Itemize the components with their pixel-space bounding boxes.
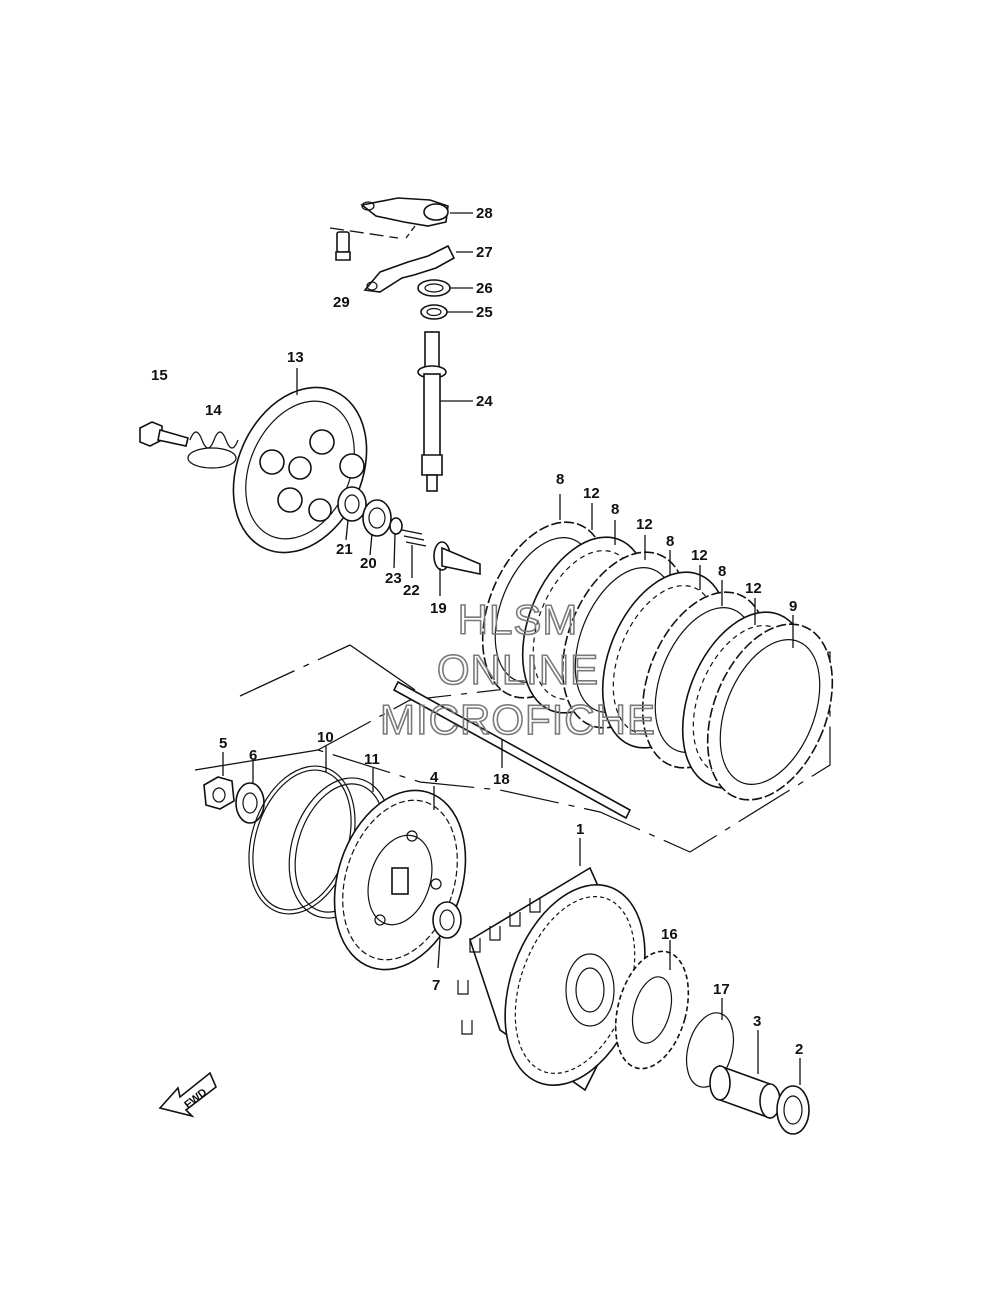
callout-8-c: 8	[666, 533, 674, 550]
callout-28: 28	[476, 205, 493, 222]
part-27-lever	[363, 244, 473, 293]
part-25-seal	[420, 304, 473, 320]
callout-12-d: 12	[745, 580, 762, 597]
part-26-bearing	[417, 279, 473, 297]
callout-7: 7	[432, 977, 440, 994]
callout-17: 17	[713, 981, 730, 998]
part-20-bearing	[362, 499, 392, 556]
callout-8-a: 8	[556, 471, 564, 488]
part-23-washer	[389, 517, 403, 569]
callout-4: 4	[430, 769, 439, 786]
callout-5: 5	[219, 735, 227, 752]
callout-3: 3	[753, 1013, 761, 1030]
part-6-lock-washer	[235, 760, 265, 824]
part-22-pin	[401, 529, 427, 578]
part-16-oil-pump-drive-gear	[614, 940, 690, 1070]
callout-25: 25	[476, 304, 493, 321]
callout-14: 14	[205, 402, 222, 419]
clutch-plates-stack	[481, 494, 834, 801]
callout-20: 20	[360, 555, 377, 572]
part-2-thrust-washer	[776, 1058, 810, 1135]
callout-24: 24	[476, 393, 493, 410]
callout-12-b: 12	[636, 516, 653, 533]
callout-8-b: 8	[611, 501, 619, 518]
part-7-washer	[432, 901, 462, 969]
callout-16: 16	[661, 926, 678, 943]
part-28-release-arm	[329, 197, 473, 239]
callout-26: 26	[476, 280, 493, 297]
callout-21: 21	[336, 541, 353, 558]
watermark-line-3: MICROFICHE	[380, 696, 656, 743]
callout-8-d: 8	[718, 563, 726, 580]
callout-18: 18	[493, 771, 510, 788]
part-3-spacer	[709, 1030, 781, 1120]
watermark-line-2: ONLINE	[437, 646, 599, 693]
callout-27: 27	[476, 244, 493, 261]
callout-29: 29	[333, 294, 350, 311]
callout-12-c: 12	[691, 547, 708, 564]
part-4-clutch-sleeve-hub	[333, 786, 467, 971]
part-24-release-shaft	[417, 331, 473, 492]
callout-22: 22	[403, 582, 420, 599]
part-5-nut	[203, 752, 235, 810]
part-17-o-ring	[685, 998, 735, 1088]
callout-11: 11	[364, 751, 380, 768]
callout-6: 6	[249, 747, 257, 764]
callout-13: 13	[287, 349, 304, 366]
part-29-bolt	[335, 231, 351, 261]
part-18-push-rod	[392, 680, 632, 820]
fwd-arrow-icon: FWD	[158, 1071, 217, 1118]
part-14-spring	[187, 431, 239, 469]
callout-10: 10	[317, 729, 334, 746]
callout-15: 15	[151, 367, 168, 384]
watermark: HLSM ONLINE MICROFICHE	[379, 595, 656, 744]
callout-12-a: 12	[583, 485, 600, 502]
callout-2: 2	[795, 1041, 803, 1058]
watermark-line-1: HLSM	[458, 596, 579, 643]
callout-9: 9	[789, 598, 797, 615]
part-labels: 28 27 26 25 29 24 15 14 13 21 20 23 22 1…	[151, 205, 803, 1058]
part-19-push-piece	[433, 541, 481, 596]
part-13-pressure-plate	[232, 368, 368, 554]
part-1-clutch-housing	[457, 838, 646, 1092]
callout-23: 23	[385, 570, 402, 587]
part-21-washer	[337, 486, 367, 541]
part-15-bolt	[139, 421, 189, 447]
callout-1: 1	[576, 821, 584, 838]
callout-19: 19	[430, 600, 447, 617]
